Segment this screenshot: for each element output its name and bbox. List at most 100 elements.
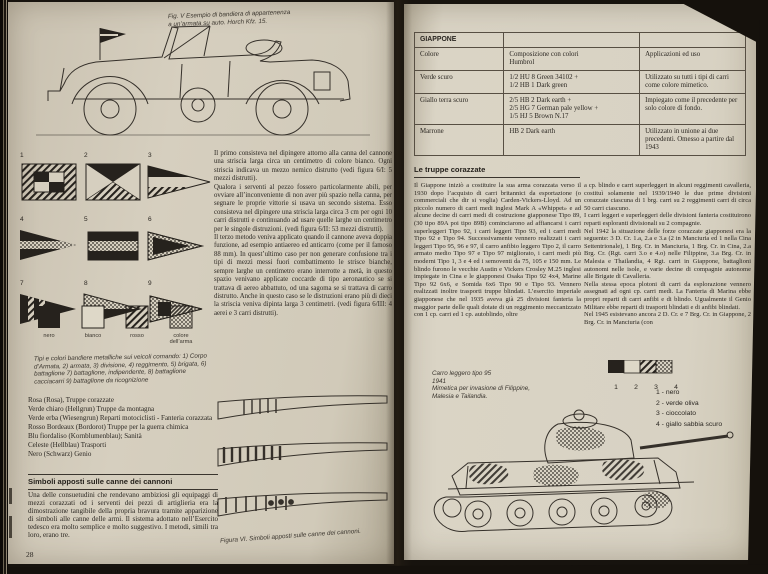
page-number: 28 xyxy=(26,550,34,559)
flag-armata xyxy=(85,163,141,201)
photo-edge-left xyxy=(0,0,8,574)
paragraph: Nel 1942 la situazione delle forze coraz… xyxy=(584,227,751,281)
paragraph: Il terzo metodo veniva applicato quando … xyxy=(214,234,392,317)
swatch-rosso: rosso xyxy=(124,305,150,346)
cell-applicazioni: Impiegato come il precedente per solo co… xyxy=(639,93,746,125)
tank-caption-line: Mimetica per invasione di Filippine, Mal… xyxy=(432,385,530,401)
table-title: GIAPPONE xyxy=(413,32,505,48)
flag-2: 2 xyxy=(82,152,146,216)
table-row: Marrone HB 2 Dark earth Utilizzato in un… xyxy=(413,124,746,156)
list-item: Rosa (Rosa), Truppe corazzate xyxy=(28,396,114,404)
spine-mark xyxy=(9,516,12,538)
flag-1: 1 xyxy=(18,152,82,216)
list-item: Verde chiaro (Hellgrun) Truppe da montag… xyxy=(28,405,155,413)
tank-caption: Carro leggero tipo 95 1941 Mimetica per … xyxy=(432,370,540,401)
paragraph: Nella stessa epoca plotoni di carri da e… xyxy=(584,280,751,311)
bianco-swatch-icon xyxy=(81,305,105,329)
section-heading-simboli: Simboli apposti sulle canne dei cannoni xyxy=(28,474,218,490)
truppe-column-1: Il Giappone iniziò a costituire la sua a… xyxy=(414,182,581,319)
book-gutter-shadow xyxy=(386,0,412,574)
legend-number: 3 xyxy=(654,384,658,391)
paragraph: Il primo consisteva nel dipingere attorn… xyxy=(214,150,392,183)
cell-colore: Marrone xyxy=(413,124,505,156)
col-header: Applicazioni ed uso xyxy=(639,47,746,71)
flag-number: 2 xyxy=(84,152,88,159)
table-title-empty-cell xyxy=(639,32,746,48)
swatch-colore-arma: colore dell’arma xyxy=(168,305,194,346)
flag-number: 5 xyxy=(84,216,88,223)
tank-caption-line: 1941 xyxy=(432,377,447,385)
paragraph: Il Giappone iniziò a costituire la sua a… xyxy=(414,182,581,319)
legend-item: 2 - verde oliva xyxy=(656,399,699,407)
swatch-label: nero xyxy=(43,333,55,339)
cell-composizione: 1/2 HU 8 Green 34102 + 1/2 HB 1 Dark gre… xyxy=(503,70,641,94)
camo-legend-numbers: 1 2 3 4 xyxy=(608,376,684,394)
table-row: Giallo terra scuro 2/5 HB 2 Dark earth +… xyxy=(413,93,746,125)
rosso-swatch-icon xyxy=(125,305,149,329)
legend-item: 4 - giallo sabbia scuro xyxy=(656,420,723,428)
section-paragraph: Una delle consuetudini che rendevano amb… xyxy=(28,491,218,539)
flag-color-swatches: nero bianco rosso colore dell’arma xyxy=(36,305,194,346)
legend-item: 3 - cioccolato xyxy=(656,410,697,417)
tank-illustration xyxy=(433,409,734,532)
waffenfarbe-list: Rosa (Rosa), Truppe corazzate Verde chia… xyxy=(28,396,216,459)
legend-item: 1 - nero xyxy=(656,389,680,396)
cell-applicazioni: Utilizzato in unione ai due precedenti. … xyxy=(639,124,746,156)
paragraph: Nel 1945 esistevano ancora 2 D. Cr. e 7 … xyxy=(584,311,751,326)
swatch-label: bianco xyxy=(84,333,102,339)
paragraph: Qualora i serventi al pezzo fossero part… xyxy=(214,183,392,233)
col-header: Composizione con colori Humbrol xyxy=(503,47,641,71)
spine-mark xyxy=(9,488,12,504)
flag-number: 8 xyxy=(84,280,88,287)
flag-3: 3 xyxy=(146,152,216,216)
flag-battaglione xyxy=(147,231,204,261)
camouflage-patches xyxy=(468,426,670,509)
paragraph: a cp. blindo e carri superleggeri in alc… xyxy=(584,182,751,212)
photo-edge-bottom xyxy=(0,564,768,574)
col-header: Colore xyxy=(413,47,505,71)
flag-number: 1 xyxy=(20,152,24,159)
table-title-row: GIAPPONE xyxy=(413,32,746,48)
flag-number: 3 xyxy=(148,152,152,159)
staff-car-illustration xyxy=(36,25,370,136)
swatch-label: colore dell’arma xyxy=(169,333,193,346)
flag-number: 4 xyxy=(20,216,24,223)
flag-corpo-armata xyxy=(21,163,77,201)
section-heading-truppe: Le truppe corazzate xyxy=(414,165,580,178)
list-item: Verde erba (Wiesengrun) Reparti motocicl… xyxy=(28,414,213,422)
table-row: Verde scuro 1/2 HU 8 Green 34102 + 1/2 H… xyxy=(413,70,746,94)
giappone-color-table: GIAPPONE Colore Composizione con colori … xyxy=(413,32,746,156)
swatch-label: rosso xyxy=(130,333,144,339)
left-page: Fig. V Esempio di bandiera di appartenen… xyxy=(8,2,394,564)
legend-number: 1 xyxy=(614,384,618,391)
flag-divisione xyxy=(147,165,211,199)
swatch-nero: nero xyxy=(36,305,62,346)
legend-number: 4 xyxy=(674,384,678,391)
nero-swatch-icon xyxy=(38,306,60,328)
list-item: Celeste (Hellblau) Trasporti xyxy=(28,441,107,449)
camo-swatch-strip xyxy=(608,360,673,374)
table-title-empty-cell xyxy=(503,32,641,48)
flag-grid-caption: Tipi e colori bandiere metalliche sui ve… xyxy=(33,352,208,386)
cell-applicazioni: Utilizzato su tutti i tipi di carri come… xyxy=(639,70,746,94)
table-header-row: Colore Composizione con colori Humbrol A… xyxy=(413,47,746,71)
cell-colore: Verde scuro xyxy=(413,70,505,94)
camo-legend-items: 1 - nero 2 - verde oliva 3 - cioccolato … xyxy=(656,388,722,430)
flag-number: 6 xyxy=(148,216,152,223)
gun-barrels-illustration xyxy=(217,395,388,517)
flag-brigata xyxy=(87,231,139,261)
swatch-bianco: bianco xyxy=(80,305,106,346)
truppe-column-2: a cp. blindo e carri superleggeri in alc… xyxy=(584,182,751,326)
right-page: GIAPPONE Colore Composizione con colori … xyxy=(404,4,756,560)
flag-5: 5 xyxy=(82,216,146,280)
figure-vi-caption: Figura VI. Simboli apposti sulle canne d… xyxy=(219,527,362,545)
list-item: Blu fiordaliso (Kornblumenblau); Sanità xyxy=(28,432,142,440)
cell-composizione: 2/5 HB 2 Dark earth + 2/5 HG 7 German pa… xyxy=(503,93,641,125)
flag-4: 4 xyxy=(18,216,82,280)
flag-6: 6 xyxy=(146,216,216,280)
colore-arma-swatch-icon xyxy=(169,305,193,329)
left-page-text-column: Il primo consisteva nel dipingere attorn… xyxy=(214,150,392,318)
list-item: Nero (Schwarz) Genio xyxy=(28,450,92,458)
flag-number: 7 xyxy=(20,280,24,287)
